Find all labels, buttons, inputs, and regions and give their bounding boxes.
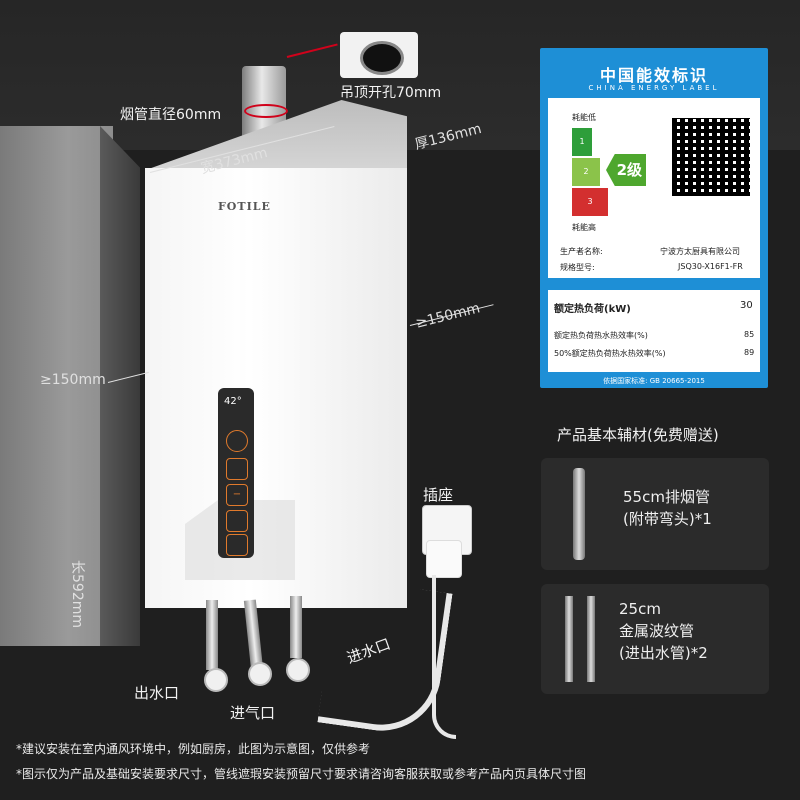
- cold-water-valve: [286, 658, 310, 682]
- grade-2-bar: 2: [572, 158, 600, 186]
- temperature-display: 42°: [224, 396, 242, 407]
- energy-label-spec-card: 额定热负荷(kW) 30 额定热负荷热水热效率(%) 85 50%额定热负荷热水…: [548, 290, 760, 372]
- accessories-title: 产品基本辅材(免费赠送): [557, 426, 719, 444]
- hose-accessory-image-1: [565, 596, 573, 682]
- efficiency-label: 额定热负荷热水热效率(%): [554, 331, 648, 340]
- flue-diameter-label: 烟管直径60mm: [120, 107, 222, 123]
- energy-label-grade-card: 耗能低 1 2 3 耗能高 2级 生产者名称: 宁波方太厨具有限公司 规格型号:…: [548, 98, 760, 278]
- efficiency50-label: 50%额定热负荷热水热效率(%): [554, 349, 666, 358]
- low-consumption-label: 耗能低: [572, 113, 596, 122]
- left-clearance-dimension: ≥150mm: [40, 372, 106, 388]
- socket-label: 插座: [423, 486, 454, 504]
- mode-button: [226, 510, 248, 532]
- efficiency-value: 85: [744, 330, 755, 339]
- ceiling-hole-illustration: [340, 32, 418, 78]
- power-plug: [426, 540, 462, 578]
- grade-3-bar: 3: [572, 188, 608, 216]
- accessory-card-flue: 55cm排烟管 (附带弯头)*1: [541, 458, 769, 570]
- ceiling-hole-label: 吊顶开孔70mm: [340, 85, 442, 101]
- model-label: 规格型号:: [560, 263, 595, 272]
- energy-label-standard: 依据国家标准: GB 20665-2015: [603, 377, 705, 385]
- energy-label: 中国能效标识 CHINA ENERGY LABEL 耗能低 1 2 3 耗能高 …: [540, 48, 768, 388]
- cold-water-pipe: [290, 596, 302, 658]
- gas-inlet-valve: [248, 662, 272, 686]
- qr-code: [672, 118, 750, 196]
- gas-inlet-label: 进气口: [230, 704, 276, 722]
- accessory-flue-line1: 55cm排烟管: [623, 488, 710, 506]
- producer-value: 宁波方太厨具有限公司: [660, 247, 740, 256]
- accessory-hose-line1: 25cm: [619, 600, 661, 618]
- producer-label: 生产者名称:: [560, 247, 603, 256]
- water-outlet-label: 出水口: [134, 684, 180, 702]
- rated-load-label: 额定热负荷(kW): [554, 304, 631, 315]
- efficiency50-value: 89: [744, 348, 755, 357]
- footnote-2: *图示仅为产品及基础安装要求尺寸，管线遮瑕安装预留尺寸要求请咨询客服获取或参考产…: [16, 767, 587, 781]
- adjacent-cabinet: [0, 126, 113, 646]
- grade-indicator: 2级: [606, 154, 646, 186]
- hose-accessory-image-2: [587, 596, 595, 682]
- power-button: [226, 430, 248, 452]
- footnote-1: *建议安装在室内通风环境中，例如厨房，此图为示意图，仅供参考: [16, 742, 371, 756]
- function-button: [226, 534, 248, 556]
- model-value: JSQ30-X16F1-FR: [678, 262, 743, 271]
- water-outlet-pipe: [206, 600, 218, 670]
- rated-load-value: 30: [740, 300, 753, 311]
- control-panel: 42° −: [218, 388, 254, 558]
- flue-pipe-ring: [244, 104, 288, 118]
- temp-up-button: [226, 458, 248, 480]
- adjacent-cabinet-side: [100, 126, 140, 646]
- water-outlet-valve: [204, 668, 228, 692]
- length-dimension: 长592mm: [69, 560, 85, 628]
- power-cable: [432, 575, 456, 739]
- brand-logo: FOTILE: [218, 200, 271, 213]
- accessory-card-hose: 25cm 金属波纹管 (进出水管)*2: [541, 584, 769, 694]
- accessory-hose-line3: (进出水管)*2: [619, 644, 708, 662]
- flue-pipe-accessory-image: [573, 468, 585, 560]
- accessory-flue-line2: (附带弯头)*1: [623, 510, 712, 528]
- grade-1-bar: 1: [572, 128, 592, 156]
- high-consumption-label: 耗能高: [572, 223, 596, 232]
- energy-label-title: 中国能效标识: [599, 66, 708, 85]
- temp-down-button: −: [226, 484, 248, 506]
- accessory-hose-line2: 金属波纹管: [619, 622, 695, 640]
- energy-label-subtitle: CHINA ENERGY LABEL: [588, 84, 720, 92]
- plumbing-connections: [200, 596, 320, 706]
